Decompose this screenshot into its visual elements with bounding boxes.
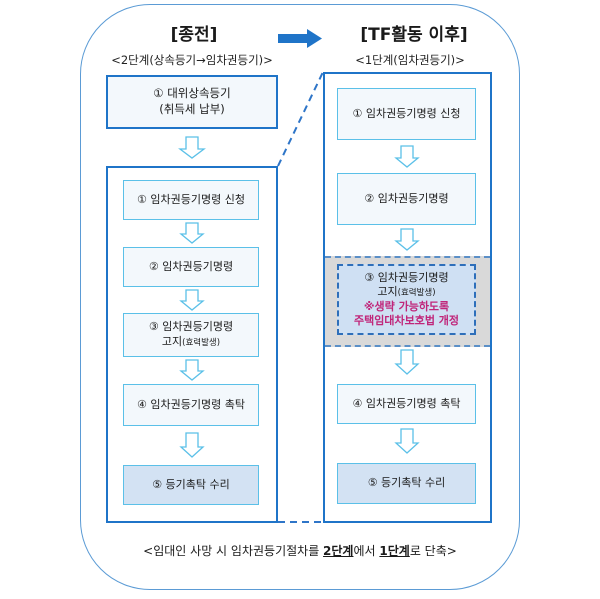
right-step-3-sub-prefix: 고지 [377, 285, 398, 299]
right-step-3-label: ③ 임차권등기명령 [364, 270, 449, 284]
footer-bold-2-step: 2단계 [323, 544, 354, 558]
down-arrow-icon [394, 145, 420, 168]
down-arrow-icon [179, 222, 205, 244]
right-step-3-sub: 고지(효력발생) [377, 285, 435, 299]
right-step-4-label: ④ 임차권등기명령 촉탁 [352, 396, 461, 410]
right-step-3-note2: 주택임대차보호법 개정 [353, 313, 460, 327]
right-column-title: [TF활동 이후] [360, 25, 468, 45]
left-step-4-label: ④ 임차권등기명령 촉탁 [137, 397, 245, 411]
footer-bold-1-step: 1단계 [379, 544, 410, 558]
left-step-2-label: ② 임차권등기명령 [148, 259, 234, 273]
left-step-2: ② 임차권등기명령 [123, 247, 259, 287]
left-step-3-sub: 고지(효력발생) [162, 335, 220, 350]
footer-middle: 에서 [353, 544, 380, 558]
right-column-subtitle: <1단계(임차권등기)> [355, 53, 465, 67]
left-step-1: ① 임차권등기명령 신청 [123, 180, 259, 220]
right-step-2-label: ② 임차권등기명령 [364, 191, 449, 205]
down-arrow-icon [394, 228, 420, 251]
left-step-1-label: ① 임차권등기명령 신청 [137, 192, 245, 206]
down-arrow-icon [178, 136, 206, 159]
down-arrow-icon [179, 289, 205, 311]
left-step-3-sub-prefix: 고지 [161, 335, 183, 348]
left-step-3: ③ 임차권등기명령 고지(효력발생) [123, 313, 259, 357]
left-column-title: [종전] [170, 25, 218, 45]
down-arrow-icon [179, 432, 205, 458]
summary-footer: <임대인 사망 시 임차권등기절차를 2단계에서 1단계로 단축> [80, 542, 520, 559]
footer-suffix: 로 단축> [409, 544, 457, 558]
down-arrow-icon [394, 428, 420, 454]
left-pre-step-box: ① 대위상속등기 (취득세 납부) [106, 75, 278, 129]
left-step-5: ⑤ 등기촉탁 수리 [123, 465, 259, 505]
down-arrow-icon [394, 349, 420, 375]
right-step-4: ④ 임차권등기명령 촉탁 [337, 384, 476, 424]
left-step-4: ④ 임차권등기명령 촉탁 [123, 384, 259, 426]
pre-step-line2: (취득세 납부) [159, 102, 225, 116]
pre-step-line1: ① 대위상속등기 [153, 86, 231, 101]
right-step-3-sub-small: (효력발생) [397, 288, 436, 299]
right-step-3: ③ 임차권등기명령 고지(효력발생) ※생략 가능하도록 주택임대차보호법 개정 [337, 264, 476, 335]
right-step-2: ② 임차권등기명령 [337, 173, 476, 225]
right-step-3-note1: ※생략 가능하도록 [363, 299, 450, 313]
right-step-5-label: ⑤ 등기촉탁 수리 [367, 476, 446, 490]
left-column-subtitle: <2단계(상속등기→임차권등기)> [111, 53, 273, 67]
left-step-3-label: ③ 임차권등기명령 [148, 320, 234, 334]
right-arrow-icon [278, 29, 322, 48]
left-step-5-label: ⑤ 등기촉탁 수리 [152, 477, 230, 491]
right-step-1: ① 임차권등기명령 신청 [337, 88, 476, 140]
down-arrow-icon [179, 359, 205, 381]
zoom-connector-top [277, 71, 324, 167]
right-step-1-label: ① 임차권등기명령 신청 [352, 106, 461, 120]
footer-prefix: <임대인 사망 시 임차권등기절차를 [143, 544, 324, 558]
right-step-5: ⑤ 등기촉탁 수리 [337, 463, 476, 504]
outer-container [80, 4, 520, 590]
left-step-3-sub-small: (효력발생) [182, 338, 221, 348]
